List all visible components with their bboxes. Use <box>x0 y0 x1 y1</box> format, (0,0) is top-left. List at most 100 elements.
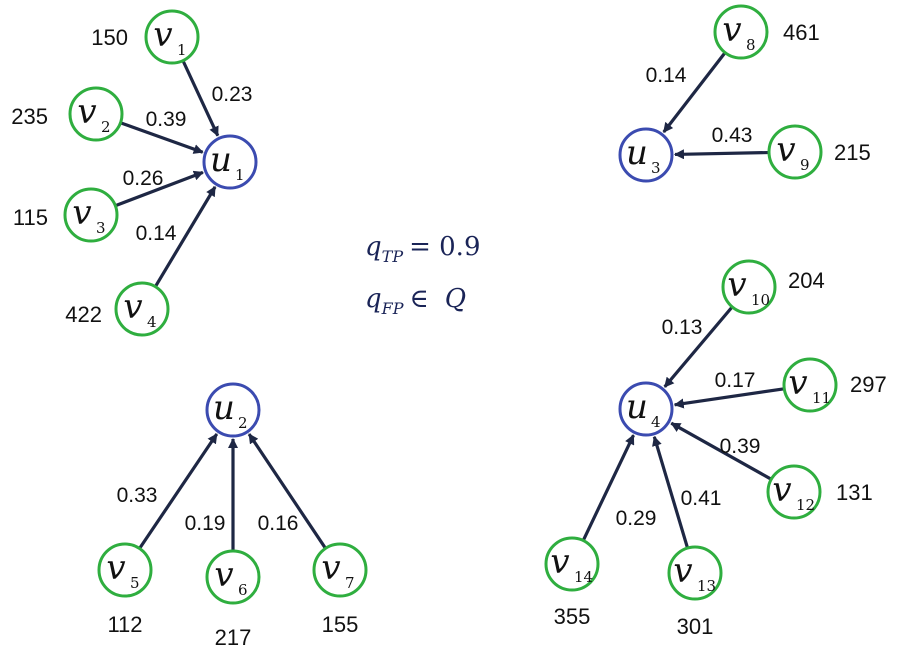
v-node-label-v13: v <box>673 551 692 591</box>
v-node-subscript-v5: 5 <box>130 574 140 592</box>
v-node-circle <box>68 86 124 142</box>
u-node-circle <box>618 127 674 183</box>
edge-v5-to-u2 <box>138 433 219 549</box>
node-count-v14: 355 <box>554 604 591 629</box>
edge-weight-v14-u4: 0.29 <box>616 507 657 530</box>
v-node-circle <box>667 545 723 601</box>
v-node-label-v1: v <box>153 15 172 55</box>
u-node-circle <box>618 381 674 437</box>
edge-v14-to-u4 <box>582 434 635 541</box>
edge-v12-to-u4 <box>670 421 772 481</box>
node-v10: v 10 <box>721 259 777 315</box>
v-node-circle <box>97 542 153 598</box>
formula-set-q: Q <box>445 284 466 314</box>
u-node-circle <box>202 134 258 190</box>
node-count-v12: 131 <box>836 480 873 505</box>
v-node-label-v4: v <box>123 287 142 327</box>
edge-weight-v4-u1: 0.14 <box>136 222 177 245</box>
v-node-label-v10: v <box>727 265 746 305</box>
v-node-subscript-v4: 4 <box>147 313 157 331</box>
v-node-circle <box>63 187 119 243</box>
formula-q-fp-subscript: FP <box>381 299 404 318</box>
edge-v3-to-u1 <box>115 170 204 207</box>
v-node-circle <box>144 9 200 65</box>
v-node-circle <box>767 124 823 180</box>
v-node-circle <box>721 259 777 315</box>
formula-q-fp-symbol: q <box>365 284 382 314</box>
v-node-subscript-v9: 9 <box>800 156 810 174</box>
node-count-v6: 217 <box>215 625 252 650</box>
edges-layer <box>115 52 784 550</box>
node-count-v1: 150 <box>91 25 128 50</box>
v-node-subscript-v6: 6 <box>238 581 248 599</box>
node-count-v2: 235 <box>11 104 48 129</box>
u-node-label-u4: u <box>626 387 648 427</box>
formula-q-tp-symbol: q <box>365 232 382 262</box>
u-node-label-u2: u <box>213 388 235 428</box>
v-node-label-v2: v <box>77 92 96 132</box>
v-node-subscript-v14: 14 <box>574 568 593 586</box>
edge-v13-to-u4 <box>652 435 689 548</box>
edge-weight-v8-u3: 0.14 <box>646 64 687 87</box>
formula-q-tp-value: = 0.9 <box>409 232 480 262</box>
u-node-subscript-u2: 2 <box>238 414 248 432</box>
node-count-v13: 301 <box>677 614 714 639</box>
v-node-subscript-v10: 10 <box>751 291 770 309</box>
v-node-label-v7: v <box>321 548 340 588</box>
node-count-v10: 204 <box>788 268 825 293</box>
edge-weight-v11-u4: 0.17 <box>715 369 756 392</box>
v-node-circle <box>114 281 170 337</box>
v-node-subscript-v3: 3 <box>96 219 106 237</box>
u-node-subscript-u1: 1 <box>235 166 245 184</box>
u-node-subscript-u3: 3 <box>651 159 661 177</box>
edge-weight-v9-u3: 0.43 <box>712 124 753 147</box>
v-node-subscript-v13: 13 <box>697 577 716 595</box>
node-count-v7: 155 <box>322 612 359 637</box>
edge-v2-to-u1 <box>120 121 204 154</box>
v-node-subscript-v11: 11 <box>812 389 831 407</box>
u-node-circle <box>205 382 261 438</box>
node-count-v8: 461 <box>783 20 820 45</box>
formula-q-tp-subscript: TP <box>382 247 404 266</box>
edge-weight-v5-u2: 0.33 <box>117 484 158 507</box>
v-node-label-v8: v <box>722 10 741 50</box>
node-v13: v 13 <box>667 545 723 601</box>
node-count-v3: 115 <box>13 205 48 230</box>
node-count-v5: 112 <box>107 612 142 637</box>
node-count-v9: 215 <box>834 140 871 165</box>
edge-v4-to-u1 <box>154 186 217 287</box>
v-node-circle <box>782 357 838 413</box>
edge-v10-to-u4 <box>663 306 733 388</box>
edge-v1-to-u1 <box>181 60 220 137</box>
v-node-label-v9: v <box>776 130 795 170</box>
v-node-subscript-v7: 7 <box>345 574 355 592</box>
edge-v7-to-u2 <box>247 433 327 549</box>
edge-weight-v10-u4: 0.13 <box>662 316 703 339</box>
v-node-circle <box>544 536 600 592</box>
edge-weight-v3-u1: 0.26 <box>123 167 164 190</box>
edge-weight-v7-u2: 0.16 <box>258 512 299 535</box>
edge-v9-to-u3 <box>673 149 769 160</box>
v-node-subscript-v1: 1 <box>177 41 187 59</box>
v-node-label-v5: v <box>106 548 125 588</box>
v-node-subscript-v2: 2 <box>101 118 111 136</box>
edge-weight-v1-u1: 0.23 <box>212 83 253 106</box>
